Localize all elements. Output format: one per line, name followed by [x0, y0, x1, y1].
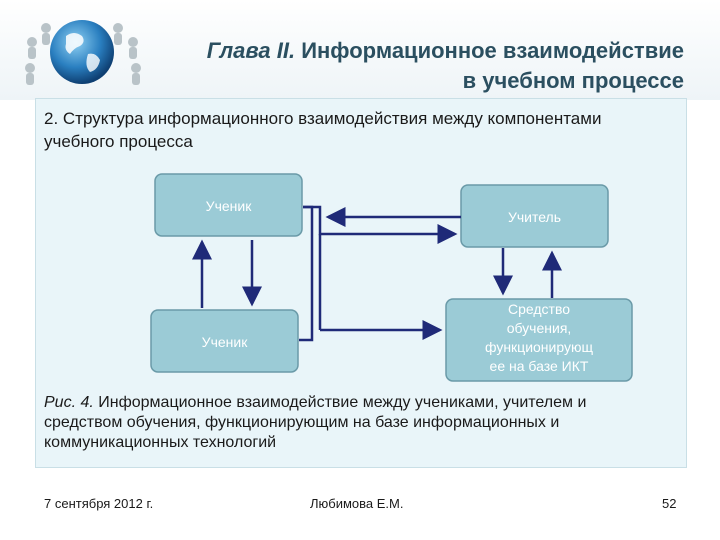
title-main: Информационное взаимодействие	[301, 38, 684, 63]
caption-prefix: Рис. 4.	[44, 394, 94, 411]
node-label-learning-tool: Средство обучения, функционирующ ее на б…	[446, 300, 632, 376]
chapter-prefix: Глава II.	[206, 38, 296, 63]
footer-date: 7 сентября 2012 г.	[44, 496, 154, 511]
box-learning-tool	[445, 298, 633, 382]
node-label-student-bottom: Ученик	[201, 334, 248, 350]
node-label-student-top: Ученик	[205, 198, 252, 214]
figure-caption: Рис. 4. Информационное взаимодействие ме…	[44, 393, 644, 453]
slide-title-line-1: Глава II. Информационное взаимодействие	[207, 38, 684, 64]
node-label-tool-line-2: обучения,	[506, 320, 572, 336]
node-label-tool-line-1: Средство	[507, 301, 571, 317]
slide-subtitle: 2. Структура информационного взаимодейст…	[44, 109, 602, 151]
caption-text: Информационное взаимодействие между учен…	[44, 394, 587, 451]
box-student-top	[154, 173, 303, 237]
arrow-student-top-to-teacher	[303, 205, 458, 244]
footer-author: Любимова Е.М.	[310, 496, 404, 511]
header-band	[0, 0, 720, 100]
content-panel	[35, 98, 687, 468]
node-label-tool-line-3: функционирующ	[484, 339, 594, 355]
box-student-bottom	[150, 309, 299, 373]
footer-page-number: 52	[662, 496, 677, 511]
globe-meeting-logo-icon	[25, 20, 141, 85]
arrow-student-bottom-link	[299, 205, 314, 342]
node-label-teacher: Учитель	[507, 209, 562, 225]
slide-title-line-2: в учебном процессе	[462, 68, 684, 93]
node-label-tool-line-4: ее на базе ИКТ	[489, 358, 589, 374]
